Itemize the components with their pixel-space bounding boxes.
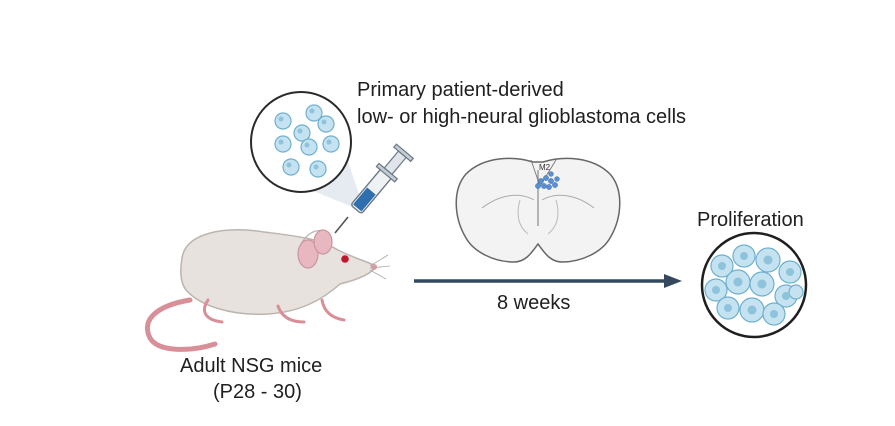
cell-suspension-magnifier xyxy=(250,91,365,212)
brain-section-illustration xyxy=(455,157,621,263)
cells-description-line2: low- or high-neural glioblastoma cells xyxy=(357,106,687,128)
mouse-illustration xyxy=(145,229,391,352)
duration-label: 8 weeks xyxy=(497,292,571,314)
cells-description-line1: Primary patient-derived xyxy=(357,79,564,101)
syringe-icon xyxy=(334,143,415,234)
mouse-label-line1: Adult NSG mice xyxy=(180,355,323,377)
injected-tumor-cells xyxy=(535,171,560,190)
brain-region-label: M2 xyxy=(539,163,551,172)
suspended-cells xyxy=(274,104,340,178)
mouse-label-line2: (P28 - 30) xyxy=(213,381,302,403)
proliferation-label: Proliferation xyxy=(697,209,804,231)
tumor-proliferation-illustration xyxy=(700,231,808,339)
timeline-arrow xyxy=(414,274,682,288)
